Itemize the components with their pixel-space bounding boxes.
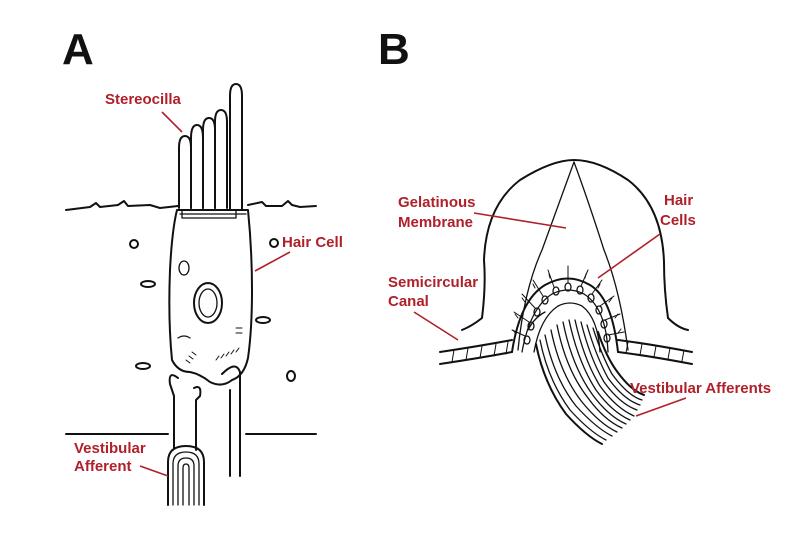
afferent-fiber-bundle bbox=[167, 445, 205, 506]
epithelium-surface-line bbox=[65, 200, 317, 211]
leader-hair-cells bbox=[597, 233, 661, 279]
label-canal-line1: Semicircular bbox=[388, 274, 478, 291]
afferent-terminals bbox=[65, 365, 317, 477]
hair-cell-body bbox=[168, 209, 253, 386]
semicircular-canal-wall bbox=[439, 339, 693, 365]
panel-b: B bbox=[378, 25, 771, 445]
label-afferent-line1: Vestibular bbox=[74, 440, 146, 457]
afferent-fibers bbox=[535, 319, 645, 445]
panel-a-letter: A bbox=[62, 25, 94, 74]
label-hair-cells-line1: Hair bbox=[664, 192, 693, 209]
stereocilia-bundle bbox=[178, 83, 243, 211]
leader-canal bbox=[413, 311, 459, 341]
hair-bundles bbox=[511, 265, 625, 337]
panel-a: A bbox=[62, 25, 343, 506]
label-membrane-line1: Gelatinous bbox=[398, 194, 476, 211]
label-hair-cell: Hair Cell bbox=[282, 234, 343, 251]
panel-b-letter: B bbox=[378, 25, 410, 74]
label-afferents: Vestibular Afferents bbox=[630, 380, 771, 397]
supporting-cell-granules bbox=[129, 238, 296, 382]
leader-hair-cell bbox=[254, 251, 291, 272]
leader-afferents bbox=[635, 397, 687, 417]
label-hair-cells-line2: Cells bbox=[660, 212, 696, 229]
label-stereocilia: Stereocilla bbox=[105, 91, 182, 108]
leader-membrane bbox=[473, 212, 567, 229]
leader-afferent bbox=[139, 465, 169, 477]
synaptic-ribbons bbox=[185, 347, 240, 364]
label-membrane-line2: Membrane bbox=[398, 214, 473, 231]
label-afferent-line2: Afferent bbox=[74, 458, 132, 475]
label-canal-line2: Canal bbox=[388, 293, 429, 310]
leader-stereocilia bbox=[161, 111, 183, 133]
